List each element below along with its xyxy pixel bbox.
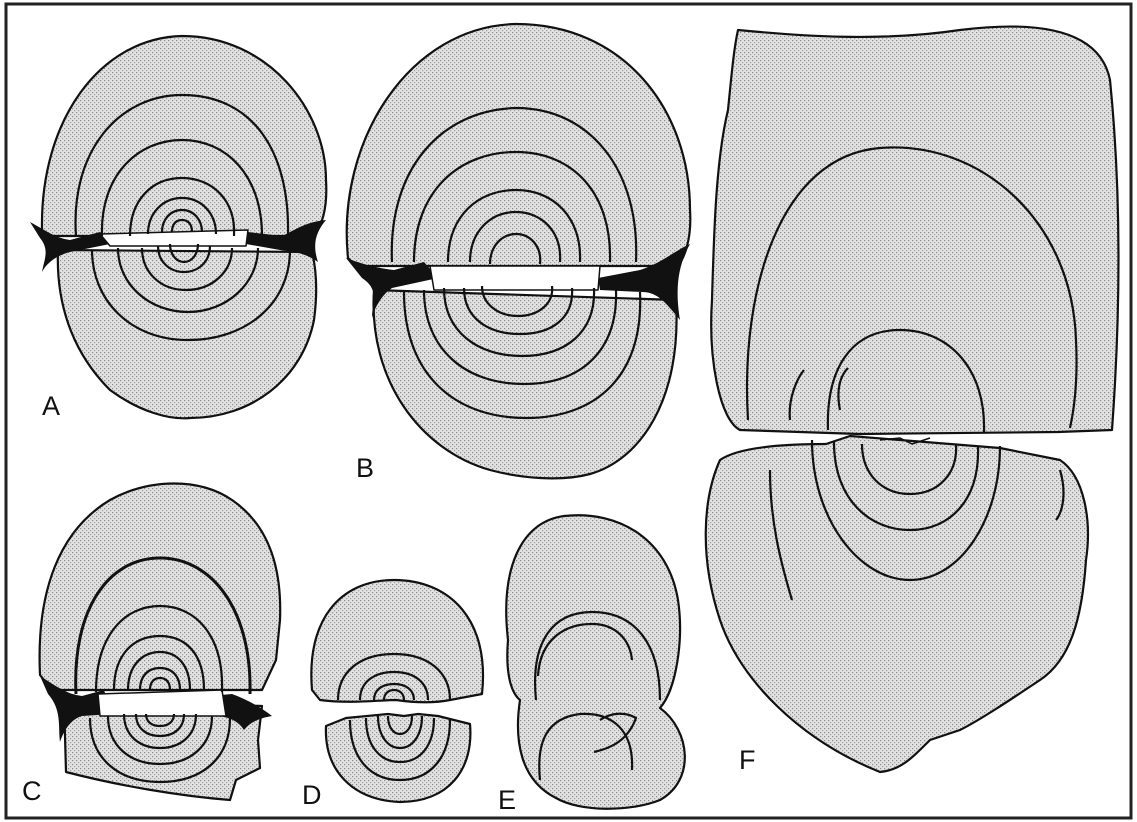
label-c: C (22, 776, 42, 806)
label-e: E (498, 785, 517, 815)
label-a: A (42, 391, 61, 421)
specimen-c (38, 482, 282, 802)
label-f: F (739, 745, 756, 775)
label-d: D (302, 780, 322, 810)
specimen-d (310, 578, 485, 804)
specimen-a (30, 34, 328, 420)
specimen-e (505, 514, 686, 810)
specimen-f (704, 25, 1120, 774)
specimen-b (345, 22, 692, 480)
plate-frame (4, 2, 1133, 820)
label-b: B (356, 453, 375, 483)
